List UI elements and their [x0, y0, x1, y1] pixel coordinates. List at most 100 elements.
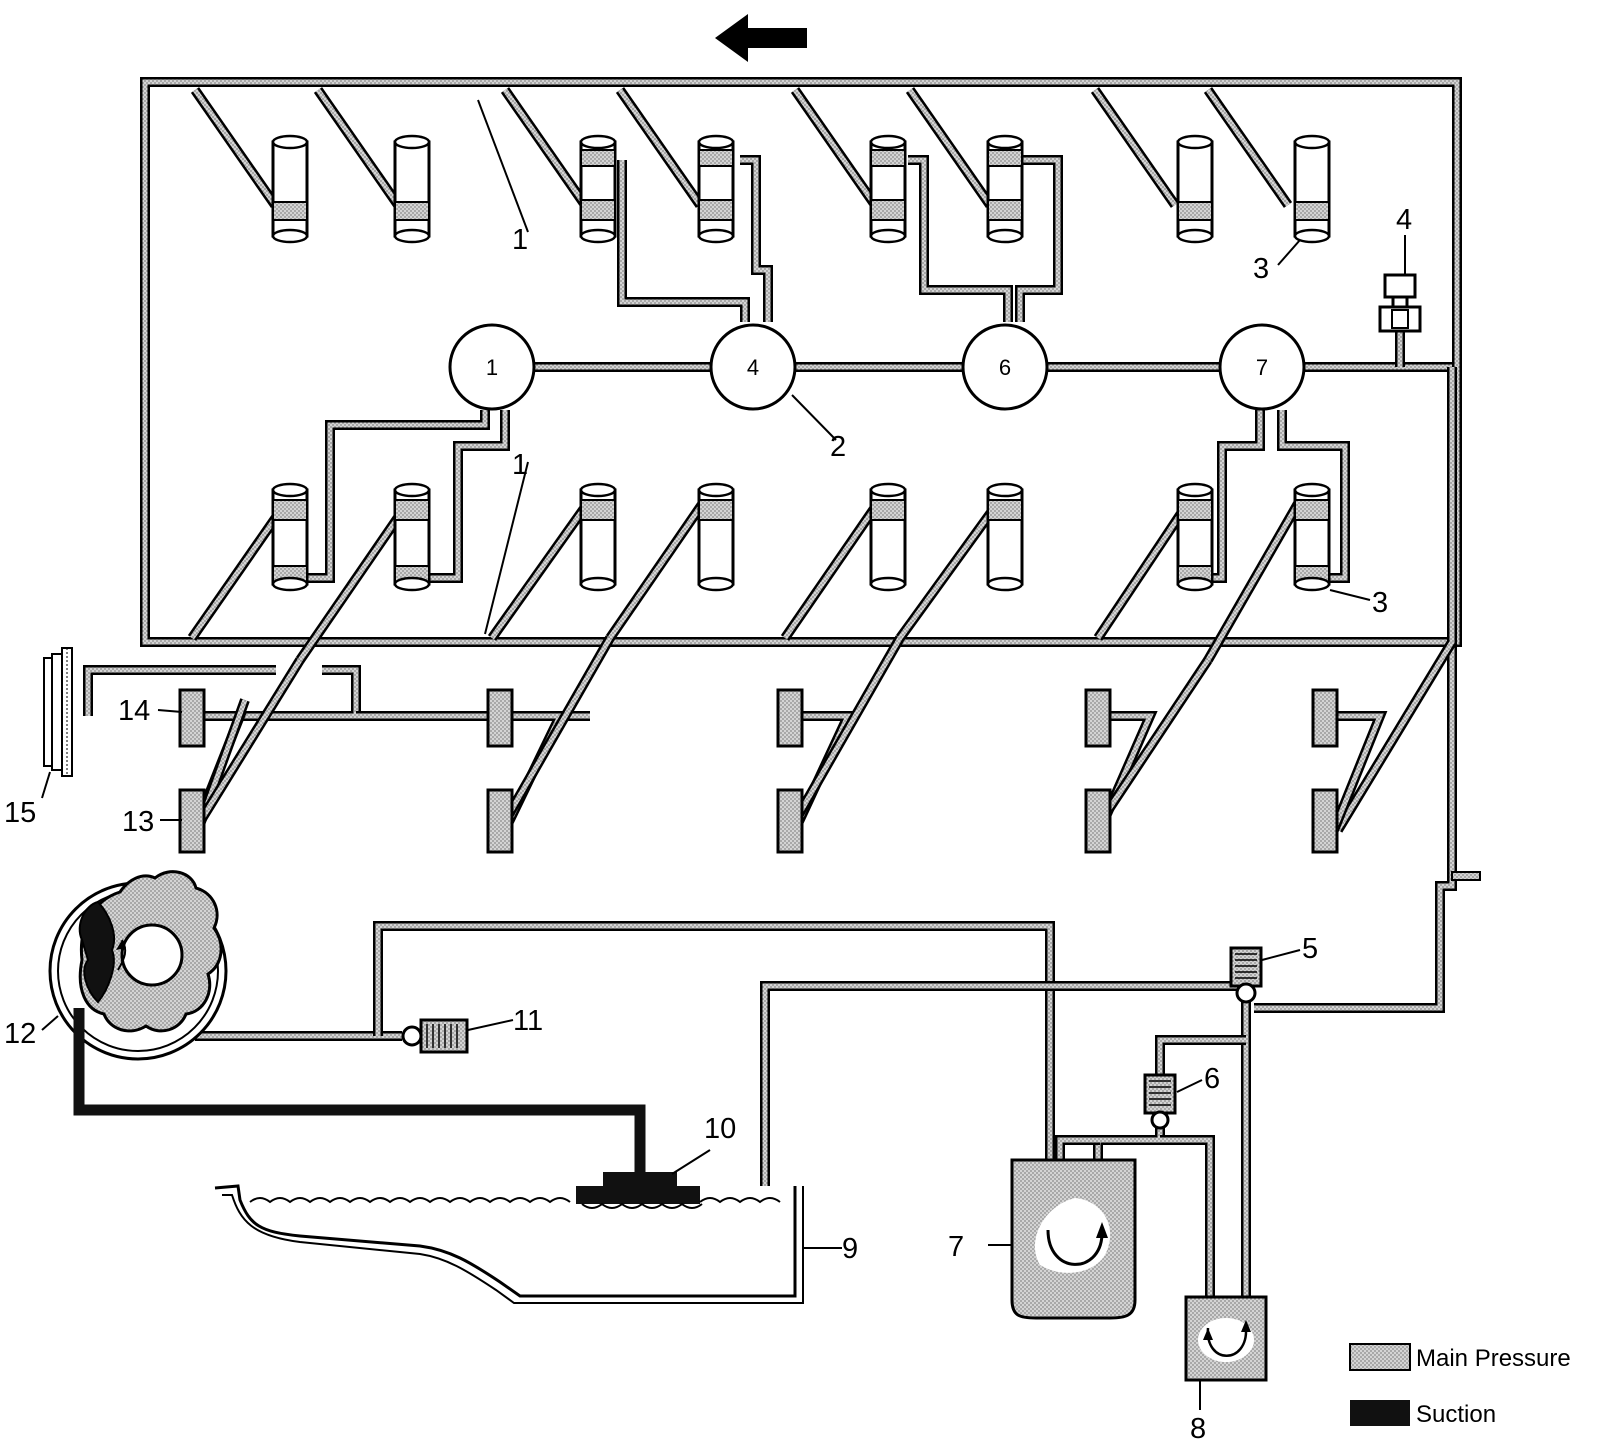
oil-passage-fill: [907, 88, 993, 207]
crank-journal-number: 1: [486, 355, 498, 380]
oil-pan: [214, 1184, 804, 1304]
callout-12: 12: [4, 1018, 36, 1050]
oil-passage-fill: [430, 410, 508, 581]
oil-passage-outline: [430, 410, 510, 583]
oil-passage-fill: [787, 636, 903, 832]
oil-pump: [48, 870, 228, 1061]
oil-passage-fill: [1279, 410, 1348, 581]
oil-pressure-sensor: [1378, 273, 1422, 333]
oil-passage-outline: [1160, 1135, 1215, 1296]
oil-pickup-screen: [576, 1172, 703, 1209]
cam-bearing-upper: [776, 688, 804, 748]
cam-bearing-lower: [178, 788, 206, 854]
lifter: [1176, 134, 1214, 244]
oil-passage-fill: [792, 88, 878, 207]
cam-bearing-upper: [178, 688, 206, 748]
oil-passage-fill: [740, 157, 771, 322]
oil-passage-fill: [192, 658, 303, 832]
oil-passage-fill: [192, 88, 278, 207]
legend-suction-label: Suction: [1416, 1401, 1496, 1428]
suction-line: [73, 1008, 646, 1178]
crank-journal-number: 4: [747, 355, 759, 380]
crank-journal-number: 6: [999, 355, 1011, 380]
callout-13: 13: [122, 806, 154, 838]
oil-passage-fill: [897, 498, 1003, 640]
pressure-relief-valve: [401, 1018, 469, 1054]
callout-3-lower: 3: [1372, 587, 1388, 619]
camshaft-sprocket: [43, 647, 73, 777]
oil-passage-fill: [300, 410, 488, 581]
lifter: [271, 482, 309, 592]
oil-passage-fill: [762, 983, 1246, 1186]
oil-passage-fill: [1095, 498, 1193, 640]
crank-journal: 4: [709, 323, 797, 411]
oil-passage-outline: [1093, 1128, 1165, 1160]
lifter: [393, 134, 431, 244]
callout-leaders: [41, 99, 1406, 1410]
oil-passage-fill: [497, 636, 613, 832]
oil-passage-outline: [1015, 155, 1063, 322]
crank-journal: 7: [1218, 323, 1306, 411]
callout-11: 11: [513, 1005, 543, 1037]
oil-cooler: [1184, 1295, 1268, 1382]
lifter: [579, 482, 617, 592]
lifter: [869, 482, 907, 592]
oil-passage-fill: [1057, 1137, 1100, 1160]
callout-9: 9: [842, 1233, 858, 1265]
oil-passage-fill: [297, 498, 413, 662]
lifter: [1176, 482, 1214, 592]
lifter: [1293, 482, 1331, 592]
callout-1-lower: 1: [512, 449, 528, 481]
oil-passage-fill: [1205, 88, 1291, 207]
oil-passage-fill: [489, 498, 593, 640]
main-oil-gallery: [140, 77, 1462, 647]
lifter: [697, 482, 735, 592]
legend: Main Pressure Suction: [1349, 1343, 1571, 1428]
callout-15: 15: [4, 797, 36, 829]
callout-labels: 1 2 3 4 1 3 5 6 7 8 9 10 11 12 13 14 15: [4, 204, 1412, 1442]
oil-passage-fill: [1092, 658, 1211, 832]
crank-journal: 1: [448, 323, 536, 411]
oil-passages: [83, 87, 1481, 1296]
oil-passage-fill: [607, 498, 708, 640]
cam-bearing-lower: [486, 788, 514, 854]
lifter: [1293, 134, 1331, 244]
oil-passage-fill: [1095, 1128, 1163, 1160]
legend-suction-swatch: [1350, 1400, 1410, 1426]
oil-passage-fill: [619, 160, 748, 322]
legend-main-pressure-label: Main Pressure: [1416, 1345, 1571, 1372]
oil-passage-fill: [1198, 410, 1263, 581]
crankshaft-main-journals: 1 4 6 7: [448, 323, 1306, 411]
oil-passage-fill: [1205, 498, 1303, 662]
callout-10: 10: [704, 1113, 736, 1145]
oil-passage-fill: [502, 88, 588, 207]
oil-filter: [1010, 1158, 1137, 1320]
crank-journal: 6: [961, 323, 1049, 411]
cam-bearing-lower: [776, 788, 804, 854]
oil-passage-fill: [1092, 88, 1178, 207]
lifter: [393, 482, 431, 592]
callout-4: 4: [1396, 204, 1412, 236]
oil-passage-fill: [1017, 157, 1061, 322]
oil-passage-fill: [375, 923, 1053, 1160]
callout-6: 6: [1204, 1063, 1220, 1095]
lifter: [271, 134, 309, 244]
callout-3-upper: 3: [1253, 253, 1269, 285]
callout-7: 7: [948, 1231, 964, 1263]
filter-bypass-valve: [1229, 946, 1263, 1004]
gallery-plug: [1451, 871, 1481, 881]
oil-passage-fill: [1157, 1037, 1246, 1080]
cam-bearing-upper: [1311, 688, 1339, 748]
lifter: [579, 134, 617, 244]
callout-8: 8: [1190, 1413, 1206, 1442]
hydraulic-lifters: [271, 134, 1331, 592]
oil-passage-fill: [1335, 640, 1455, 832]
callout-2: 2: [830, 431, 846, 463]
oil-passage-fill: [1160, 1137, 1213, 1296]
cam-bearing-lower: [1311, 788, 1339, 854]
oil-passage-fill: [782, 498, 883, 640]
oil-passage-fill: [85, 667, 276, 716]
oil-passage-fill: [1254, 367, 1455, 1011]
